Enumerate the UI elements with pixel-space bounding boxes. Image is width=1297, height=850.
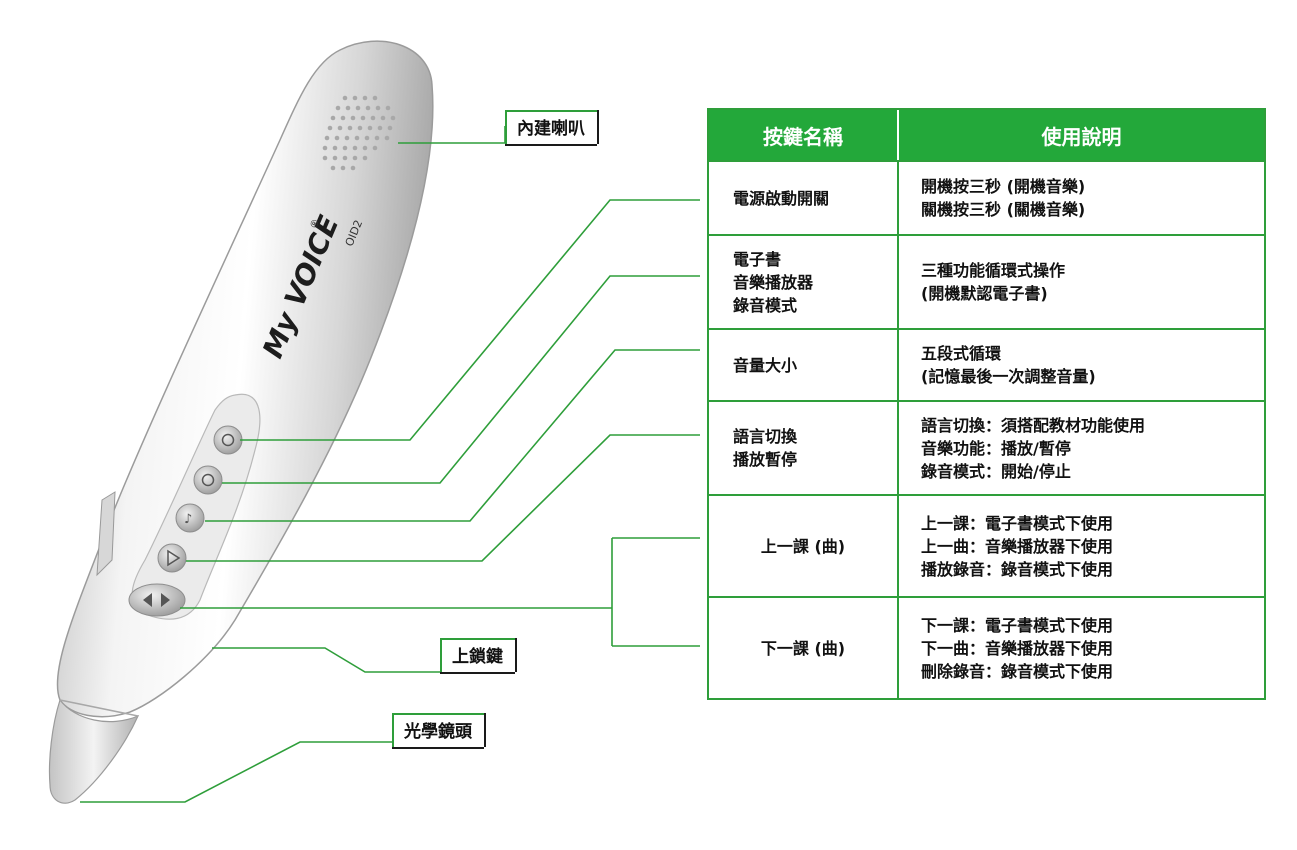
leader-volume xyxy=(205,349,700,522)
row-desc: 語言切換：須搭配教材功能使用 xyxy=(921,415,1146,435)
table-header: 按鍵名稱 使用說明 xyxy=(709,110,1264,160)
table-row: 音量大小 五段式循環 (記憶最後一次調整音量) xyxy=(709,328,1264,400)
callout-speaker-label: 內建喇叭 xyxy=(517,119,585,139)
header-usage: 使用說明 xyxy=(1041,124,1122,149)
row-desc: 上一曲：音樂播放器下使用 xyxy=(921,536,1114,556)
row-desc: 播放錄音：錄音模式下使用 xyxy=(921,559,1114,579)
callout-optical-lens-label: 光學鏡頭 xyxy=(404,722,472,742)
row-desc: 下一課：電子書模式下使用 xyxy=(921,615,1114,635)
pen-body xyxy=(56,40,434,718)
callout-optical-lens: 光學鏡頭 xyxy=(392,713,486,749)
leader-power xyxy=(240,199,700,441)
row-name: 音量大小 xyxy=(733,355,798,375)
callout-lock-key-label: 上鎖鍵 xyxy=(452,647,503,667)
leader-lens xyxy=(80,741,395,803)
mode-button[interactable] xyxy=(193,465,223,495)
prev-next-rocker[interactable] xyxy=(128,583,186,617)
table-row: 下一課 (曲) 下一課：電子書模式下使用 下一曲：音樂播放器下使用 刪除錄音：錄… xyxy=(709,596,1264,698)
registered-mark: ® xyxy=(308,217,322,231)
row-name: 錄音模式 xyxy=(733,295,798,315)
row-desc: (記憶最後一次調整音量) xyxy=(921,367,1096,386)
header-key-name: 按鍵名稱 xyxy=(709,110,899,160)
volume-icon: ♪ xyxy=(184,512,192,527)
table-row: 電源啟動開關 開機按三秒 (開機音樂) 關機按三秒 (關機音樂) xyxy=(709,160,1264,234)
mode-icon xyxy=(201,473,215,487)
row-name: 電子書 xyxy=(733,249,782,269)
row-name: 音樂播放器 xyxy=(733,272,814,292)
volume-button[interactable]: ♪ xyxy=(175,503,205,533)
power-icon xyxy=(221,433,235,447)
row-desc: 音樂功能：播放/暫停 xyxy=(921,438,1071,458)
row-desc: 錄音模式：開始/停止 xyxy=(921,461,1071,481)
row-desc: 開機按三秒 (開機音樂) xyxy=(921,177,1086,196)
next-icon xyxy=(161,593,170,607)
row-desc: 三種功能循環式操作 xyxy=(921,261,1066,280)
leader-bracket xyxy=(611,537,700,647)
table-row: 語言切換 播放暫停 語言切換：須搭配教材功能使用 音樂功能：播放/暫停 錄音模式… xyxy=(709,400,1264,494)
row-desc: 下一曲：音樂播放器下使用 xyxy=(921,638,1114,658)
row-desc: 關機按三秒 (關機音樂) xyxy=(921,200,1086,219)
row-name: 語言切換 xyxy=(733,427,798,446)
row-desc: 五段式循環 xyxy=(921,344,1002,363)
lock-key-clip xyxy=(96,491,116,577)
callout-speaker: 內建喇叭 xyxy=(505,110,599,146)
row-desc: (開機默認電子書) xyxy=(921,284,1048,303)
callout-lock-key: 上鎖鍵 xyxy=(440,638,517,674)
prev-icon xyxy=(143,593,152,607)
row-name: 播放暫停 xyxy=(733,450,798,469)
leader-mode xyxy=(222,275,700,484)
leader-lock xyxy=(212,647,440,673)
play-icon xyxy=(167,549,181,567)
row-name: 上一課 (曲) xyxy=(760,536,846,556)
power-button[interactable] xyxy=(213,425,243,455)
row-name: 下一課 (曲) xyxy=(760,638,846,658)
table-row: 電子書 音樂播放器 錄音模式 三種功能循環式操作 (開機默認電子書) xyxy=(709,234,1264,328)
leader-play xyxy=(186,434,700,562)
play-pause-button[interactable] xyxy=(157,543,187,573)
row-name: 電源啟動開關 xyxy=(733,188,830,208)
key-function-table: 按鍵名稱 使用說明 電源啟動開關 開機按三秒 (開機音樂) 關機按三秒 (關機音… xyxy=(707,108,1266,700)
row-desc: 上一課：電子書模式下使用 xyxy=(921,513,1114,533)
row-desc: 刪除錄音：錄音模式下使用 xyxy=(921,661,1114,681)
speaker-grille xyxy=(322,95,396,171)
table-row: 上一課 (曲) 上一課：電子書模式下使用 上一曲：音樂播放器下使用 播放錄音：錄… xyxy=(709,494,1264,596)
pen-tip xyxy=(48,698,140,804)
